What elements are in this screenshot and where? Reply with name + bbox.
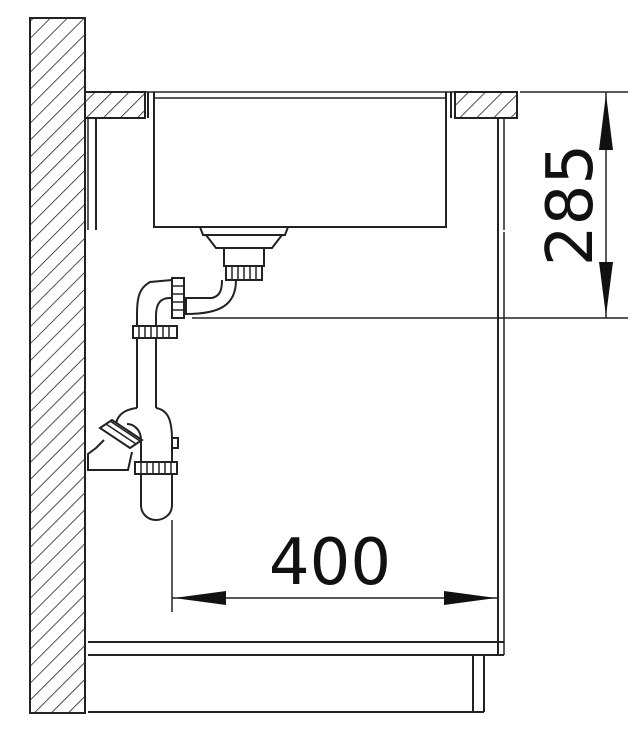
depth-label: 285 [534, 144, 608, 266]
cabinet [87, 118, 505, 713]
sink-bowl [147, 92, 452, 228]
countertop [84, 91, 518, 119]
width-label: 400 [269, 526, 391, 600]
dimension-depth: 285 [192, 91, 628, 319]
dimension-width: 400 [171, 520, 498, 612]
wall [29, 17, 86, 714]
siphon-trap [87, 265, 263, 522]
drain-strainer [198, 226, 290, 267]
